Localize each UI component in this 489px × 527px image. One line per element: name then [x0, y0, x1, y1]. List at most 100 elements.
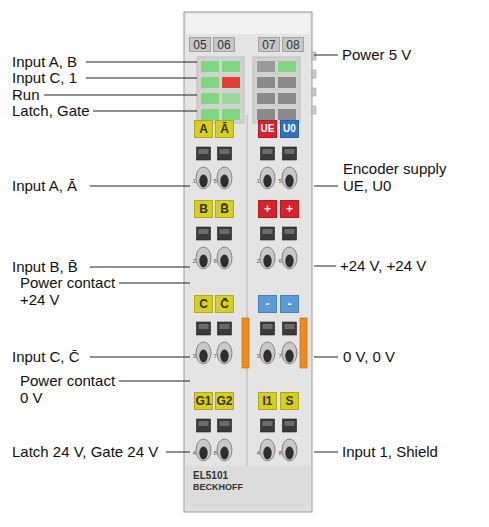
- terminal-label-box: UE: [258, 120, 277, 138]
- led: [278, 77, 296, 88]
- pin-number: 8: [279, 450, 282, 457]
- spring-contact: [282, 322, 297, 364]
- tab-number: 07: [262, 39, 275, 51]
- terminal-label-box: B: [194, 200, 213, 218]
- led: [257, 77, 275, 88]
- leader-line: [90, 267, 190, 268]
- tab-number: 05: [193, 39, 206, 51]
- leader-line: [314, 357, 338, 358]
- pin-number: 5: [214, 178, 217, 185]
- led: [222, 93, 240, 104]
- tab-number: 06: [217, 39, 230, 51]
- spring-contact: [260, 419, 275, 461]
- led: [257, 61, 275, 72]
- signal-name: G1: [195, 395, 211, 407]
- housing-foot: [186, 466, 310, 510]
- pin-number: 4: [257, 450, 260, 457]
- led: [201, 77, 219, 88]
- signal-name: +: [264, 203, 271, 215]
- housing-key: [312, 70, 316, 78]
- leader-line: [314, 55, 338, 56]
- pin-number: 1: [193, 178, 196, 185]
- spring-contact: [282, 227, 297, 269]
- led: [222, 109, 240, 120]
- terminal-number-tab: 05: [189, 37, 211, 52]
- pin-number: 2: [257, 258, 260, 265]
- callout-text: Power contact 0 V: [20, 372, 122, 406]
- led: [201, 109, 219, 120]
- terminal-number-tab: 06: [213, 37, 235, 52]
- led-window: [197, 57, 244, 123]
- callout-text: Input 1, Shield: [342, 443, 438, 460]
- pin-number: 1: [257, 178, 260, 185]
- leader-line: [314, 452, 338, 453]
- pin-number: 3: [257, 353, 260, 360]
- terminal-label-box: +: [280, 200, 299, 218]
- led: [222, 61, 240, 72]
- signal-name: Ā: [220, 123, 229, 135]
- signal-name: -: [288, 298, 292, 310]
- terminal-housing: [184, 12, 312, 512]
- spring-contact: [196, 147, 211, 189]
- leader-line: [86, 78, 197, 79]
- signal-name: S: [285, 395, 293, 407]
- signal-name: A: [199, 123, 208, 135]
- housing-key: [312, 52, 316, 60]
- spring-contact: [196, 227, 211, 269]
- signal-name: -: [266, 298, 270, 310]
- callout-text: Latch 24 V, Gate 24 V: [12, 443, 158, 460]
- leader-line: [314, 266, 336, 267]
- callout-text: Latch, Gate: [12, 102, 90, 119]
- callout-text: Input C, 1: [12, 69, 77, 86]
- terminal-label-box: -: [280, 295, 299, 313]
- pin-number: 3: [193, 353, 196, 360]
- pin-number: 6: [214, 258, 217, 265]
- callout-text: Input A, B: [12, 53, 77, 70]
- terminal-label-box: G2: [215, 392, 234, 410]
- spring-contact: [217, 147, 232, 189]
- housing-divider: [247, 115, 248, 468]
- brand-name: BECKHOFF: [193, 482, 243, 493]
- tab-number: 08: [286, 39, 299, 51]
- led: [257, 109, 275, 120]
- signal-name: I1: [262, 395, 272, 407]
- signal-name: B: [199, 203, 208, 215]
- led: [201, 61, 219, 72]
- spring-contact: [260, 147, 275, 189]
- signal-name: G2: [216, 395, 232, 407]
- leader-line: [86, 62, 197, 63]
- power-contact: [242, 318, 249, 368]
- terminal-label-box: A: [194, 120, 213, 138]
- pin-number: 6: [279, 258, 282, 265]
- spring-contact: [217, 419, 232, 461]
- terminal-label-box: U0: [280, 120, 299, 138]
- callout-text: 0 V, 0 V: [343, 348, 395, 365]
- spring-contact: [282, 147, 297, 189]
- led: [278, 93, 296, 104]
- spring-contact: [217, 227, 232, 269]
- led: [201, 93, 219, 104]
- signal-name: UE: [261, 124, 275, 134]
- signal-name: C̄: [220, 298, 229, 310]
- terminal-label-box: Ā: [215, 120, 234, 138]
- terminal-label-box: G1: [194, 392, 213, 410]
- leader-line: [166, 452, 190, 453]
- leader-line: [44, 95, 197, 96]
- callout-text: Power 5 V: [342, 46, 411, 63]
- housing-top: [186, 14, 310, 34]
- terminal-label-box: C: [194, 295, 213, 313]
- housing-key: [312, 88, 316, 96]
- leader-line: [93, 111, 197, 112]
- led: [278, 109, 296, 120]
- led: [257, 93, 275, 104]
- spring-contact: [282, 419, 297, 461]
- pin-number: 5: [279, 178, 282, 185]
- led-window: [253, 57, 300, 123]
- housing-key: [312, 106, 316, 114]
- pin-number: 7: [279, 353, 282, 360]
- pin-number: 7: [214, 353, 217, 360]
- terminal-label-box: C̄: [215, 295, 234, 313]
- leader-line: [90, 186, 190, 187]
- signal-name: +: [286, 203, 293, 215]
- callout-text: Input C, C̄: [12, 348, 80, 365]
